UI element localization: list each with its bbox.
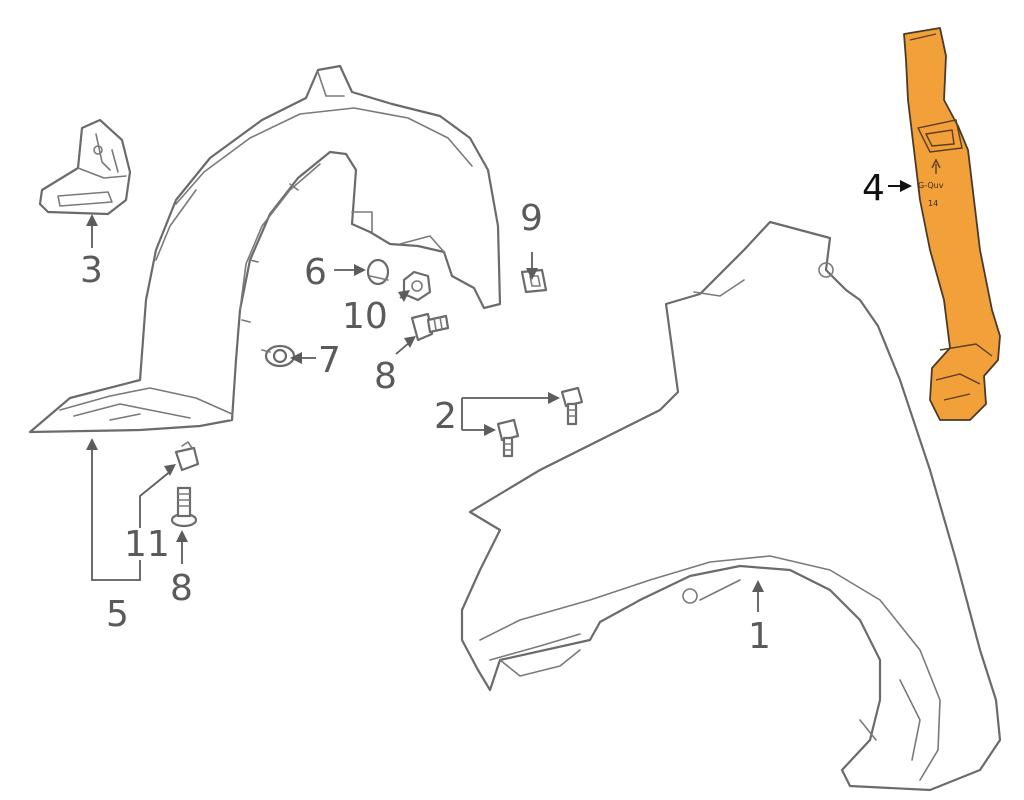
bolt-part-8-upper[interactable]	[410, 312, 450, 342]
callout-8-lower: 8	[170, 568, 193, 609]
screw-part-8-lower[interactable]	[170, 486, 198, 528]
fender-part-1[interactable]	[460, 220, 1002, 792]
callout-10: 10	[342, 296, 388, 337]
callout-11: 11	[124, 524, 170, 565]
callout-8-upper: 8	[374, 356, 397, 397]
highlighted-bracket-part-4[interactable]: G-Quv 14	[903, 27, 1001, 421]
nut-part-10[interactable]	[402, 270, 432, 302]
callout-6: 6	[304, 252, 327, 293]
callout-7: 7	[318, 340, 341, 381]
part-stamp-line2: 14	[928, 199, 938, 208]
callout-5: 5	[106, 594, 129, 635]
push-pin-part-6[interactable]	[366, 258, 390, 286]
bracket-part-3[interactable]	[38, 118, 132, 216]
fender-liner-part-5[interactable]	[28, 64, 502, 434]
callout-4: 4	[862, 168, 885, 209]
bolt-part-2-lower[interactable]	[496, 418, 520, 458]
callout-9: 9	[520, 198, 543, 239]
part-stamp-line1: G-Quv	[918, 181, 944, 190]
push-clip-part-7[interactable]	[261, 344, 296, 368]
callout-3: 3	[80, 250, 103, 291]
clip-nut-part-11[interactable]	[174, 441, 200, 472]
callout-1: 1	[748, 616, 771, 657]
callout-2: 2	[434, 396, 457, 437]
bolt-part-2-upper[interactable]	[560, 386, 584, 426]
